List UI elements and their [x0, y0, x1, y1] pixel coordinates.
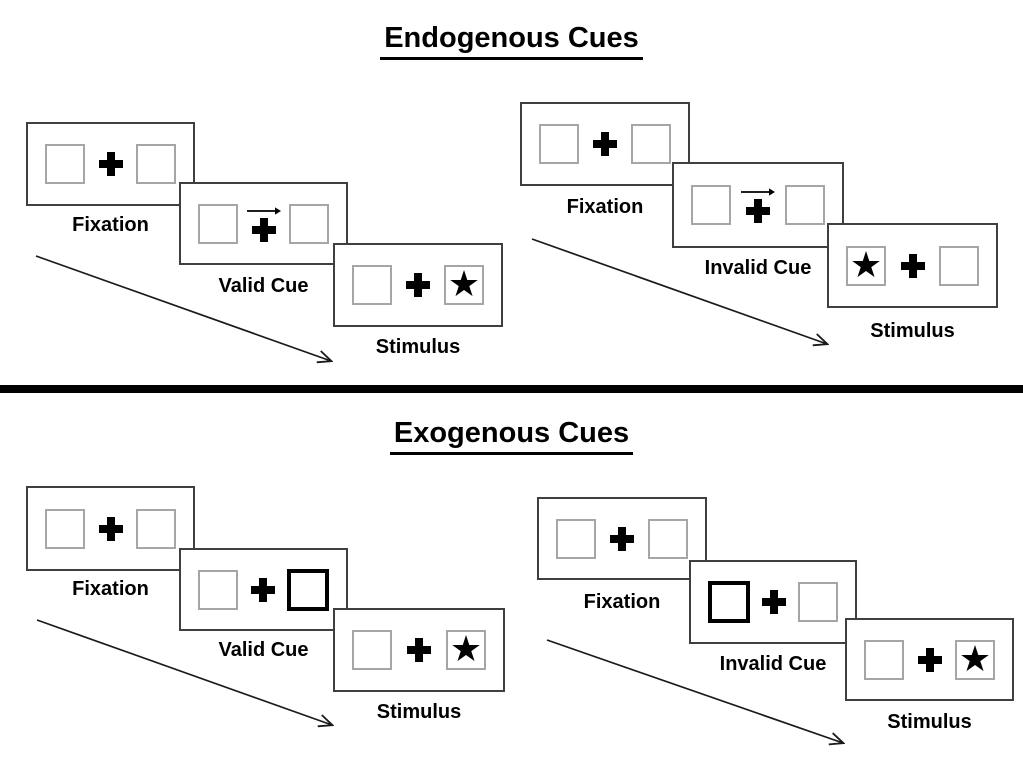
placeholder-box-left [198, 569, 238, 610]
panel-stimulus: ★ [827, 223, 998, 308]
panel-label-fixation: Fixation [566, 196, 644, 218]
fixation-cross-icon [593, 132, 617, 156]
panel-valid-cue [179, 182, 348, 265]
panel-label-stimulus: Stimulus [887, 711, 972, 733]
placeholder-box-right [631, 124, 671, 164]
fixation-cross-icon [98, 152, 123, 176]
fixation-cross-icon [746, 199, 770, 223]
panel-stimulus: ★ [333, 608, 505, 692]
endogenous-title-text: Endogenous Cues [380, 22, 643, 60]
star-icon: ★ [849, 243, 883, 285]
panel-invalid-cue [689, 560, 857, 644]
placeholder-box-right [289, 203, 329, 244]
cue-arrow-right-icon [741, 188, 775, 196]
panel-label-fixation: Fixation [72, 578, 149, 600]
panel-fixation [537, 497, 707, 580]
placeholder-box-left [352, 265, 392, 305]
placeholder-box-left [45, 144, 85, 184]
star-icon: ★ [958, 637, 992, 679]
fixation-cross-icon [762, 590, 786, 614]
fixation-cross-icon [251, 217, 276, 242]
section-divider [0, 385, 1023, 393]
panel-fixation [520, 102, 690, 186]
panel-invalid-cue [672, 162, 844, 248]
fixation-cross-icon [610, 526, 634, 551]
placeholder-box-right [798, 582, 838, 622]
fixation-cross-icon [406, 273, 430, 297]
placeholder-box-right [939, 245, 979, 286]
stimulus-box-left: ★ [846, 243, 886, 286]
panel-label-valid-cue: Valid Cue [218, 639, 309, 661]
fixation-cross-icon [98, 516, 123, 541]
fixation-cross-icon [407, 638, 431, 662]
placeholder-box-left [45, 508, 85, 549]
panel-fixation [26, 486, 195, 571]
placeholder-box-left [864, 639, 904, 680]
timeline-arrow [35, 255, 331, 361]
placeholder-box-right [785, 185, 825, 225]
fixation-cross-icon [917, 647, 942, 672]
panel-label-invalid-cue: Invalid Cue [704, 257, 812, 279]
stimulus-box-right: ★ [444, 265, 484, 305]
cue-box-bold-left [708, 581, 750, 623]
star-icon: ★ [449, 628, 483, 669]
fixation-cross-icon [900, 253, 925, 278]
timeline-arrow [36, 619, 332, 725]
placeholder-box-left [352, 630, 392, 670]
exogenous-title-text: Exogenous Cues [389, 417, 634, 455]
panel-label-stimulus: Stimulus [870, 320, 955, 342]
panel-label-valid-cue: Valid Cue [218, 275, 309, 297]
section-title-endogenous: Endogenous Cues [0, 22, 1023, 60]
placeholder-box-right [136, 508, 176, 549]
cue-arrow-right-icon [246, 206, 281, 215]
panel-fixation [26, 122, 195, 206]
panel-label-invalid-cue: Invalid Cue [719, 653, 827, 675]
placeholder-box-right [136, 144, 176, 184]
placeholder-box-left [539, 124, 579, 164]
panel-label-fixation: Fixation [583, 591, 661, 613]
panel-stimulus: ★ [333, 243, 503, 327]
panel-label-fixation: Fixation [72, 214, 149, 236]
panel-stimulus: ★ [845, 618, 1014, 701]
fixation-cross-icon [250, 577, 275, 602]
placeholder-box-left [556, 518, 596, 559]
stimulus-box-right: ★ [955, 637, 995, 680]
cue-box-bold-right [287, 568, 329, 611]
section-title-exogenous: Exogenous Cues [0, 417, 1023, 455]
placeholder-box-right [648, 518, 688, 559]
panel-valid-cue [179, 548, 348, 631]
stimulus-box-right: ★ [446, 630, 486, 670]
placeholder-box-left [198, 203, 238, 244]
star-icon: ★ [447, 263, 481, 304]
panel-label-stimulus: Stimulus [375, 336, 461, 358]
panel-label-stimulus: Stimulus [376, 701, 462, 723]
timeline-arrow [531, 238, 827, 344]
placeholder-box-left [691, 185, 731, 225]
